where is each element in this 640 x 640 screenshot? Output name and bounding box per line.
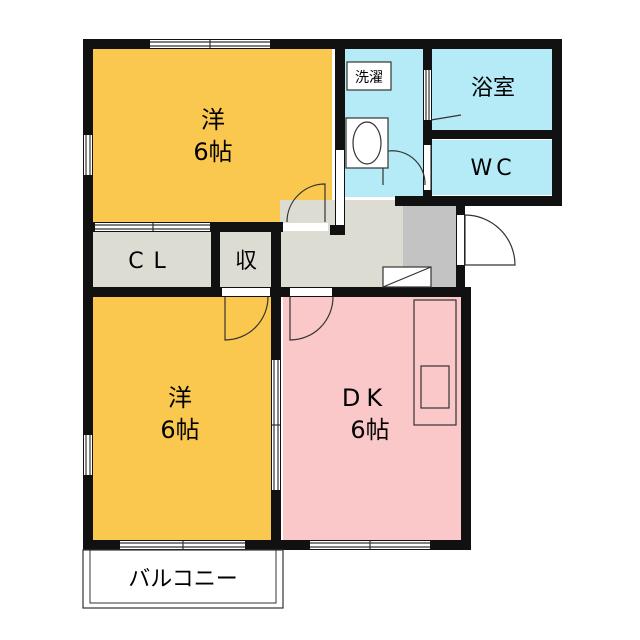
western-room-bottom-name: 洋 — [168, 384, 192, 412]
wall-segment — [335, 39, 345, 235]
closet-label: CL — [128, 249, 176, 274]
western-room-top-size: 6帖 — [193, 138, 232, 166]
storage-label: 収 — [235, 249, 257, 274]
window-left-bottom — [84, 435, 92, 475]
door-gap-western-top — [336, 173, 344, 225]
wall-segment — [395, 196, 562, 206]
window-lines — [85, 40, 430, 549]
bathroom-label: 浴室 — [471, 76, 515, 101]
door-gap-western-top-hall — [283, 223, 328, 231]
wall-segment — [461, 287, 471, 550]
room-fill-hall-upper — [345, 200, 403, 220]
balcony-label: バルコニー — [128, 567, 238, 592]
door-gap-entrance — [457, 215, 464, 265]
entrance-step — [382, 266, 432, 288]
room-fill-toilet — [432, 140, 552, 195]
door-gap-storage — [222, 288, 270, 296]
wall-segment — [330, 225, 345, 235]
western-room-top-name: 洋 — [201, 106, 225, 134]
kitchen-sink — [420, 365, 450, 409]
door-gap-bath — [424, 70, 431, 120]
balcony-inner — [89, 549, 277, 604]
wall-segment — [211, 222, 220, 294]
dining-kitchen-size: 6帖 — [350, 416, 389, 444]
door-gap-toilet — [424, 145, 431, 190]
washroom-label: 洗濯 — [355, 70, 383, 86]
room-fill-western-top — [92, 47, 332, 226]
kitchen-counter — [413, 299, 457, 426]
room-fill-western-bottom — [92, 295, 272, 540]
door-swing — [289, 296, 334, 341]
toilet-label: WC — [470, 156, 515, 181]
basin-bowl — [352, 121, 382, 165]
door-gap-dk — [290, 288, 332, 296]
wall-segment — [428, 130, 558, 139]
dining-kitchen-name: DK — [342, 384, 388, 412]
door-swing — [430, 114, 462, 121]
door-gap-washroom — [336, 150, 344, 190]
window-left-top — [84, 135, 92, 175]
wall-segment — [552, 39, 562, 204]
door-swing — [464, 214, 516, 266]
balcony-outline — [82, 549, 284, 609]
door-swing — [224, 296, 269, 341]
wall-segment — [335, 39, 561, 49]
wall-segment — [423, 39, 432, 204]
washing-machine — [346, 61, 392, 91]
western-room-bottom-size: 6帖 — [160, 416, 199, 444]
washroom-fixtures — [345, 61, 392, 169]
door-swing — [286, 183, 326, 223]
kitchen-fixtures — [413, 299, 457, 426]
balcony — [82, 549, 284, 609]
room-fill-closet — [92, 232, 215, 287]
wash-basin — [345, 117, 389, 169]
step-diagonal — [382, 266, 432, 288]
room-fill-storage — [219, 232, 275, 287]
